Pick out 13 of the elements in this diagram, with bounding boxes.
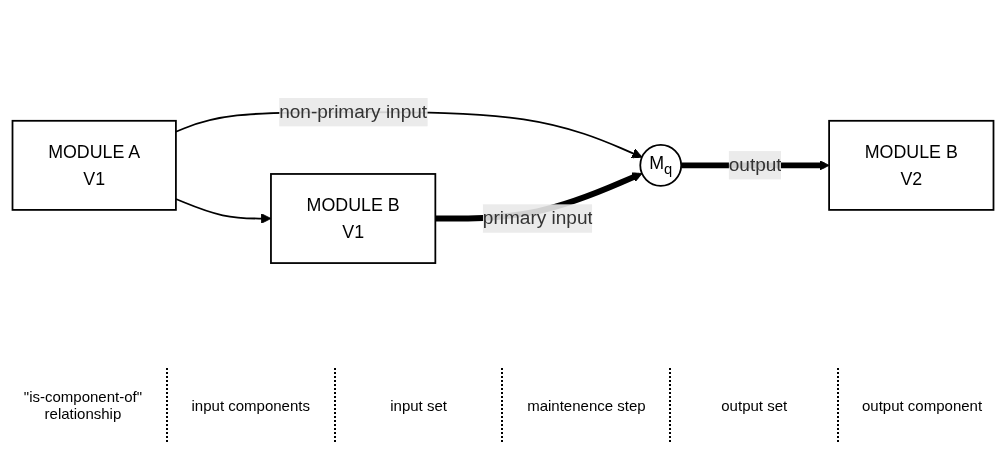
column-label: "is-component-of" relationship [22,388,143,422]
column-label: input set [389,396,448,414]
edge-label: output [728,154,782,175]
edge-label: primary input [482,207,593,228]
column-label: output component [861,396,984,414]
node-box: MODULE B V1 [269,172,436,264]
column-label: output set [720,396,789,414]
node-box: MODULE A V1 [11,119,177,211]
node-box: MODULE B V2 [827,119,994,211]
node-circle: M$_{q}$ [638,143,682,187]
column-label: maintenence step [526,396,647,414]
edge-label: non-primary input [278,100,427,122]
column-label: input components [190,396,311,414]
